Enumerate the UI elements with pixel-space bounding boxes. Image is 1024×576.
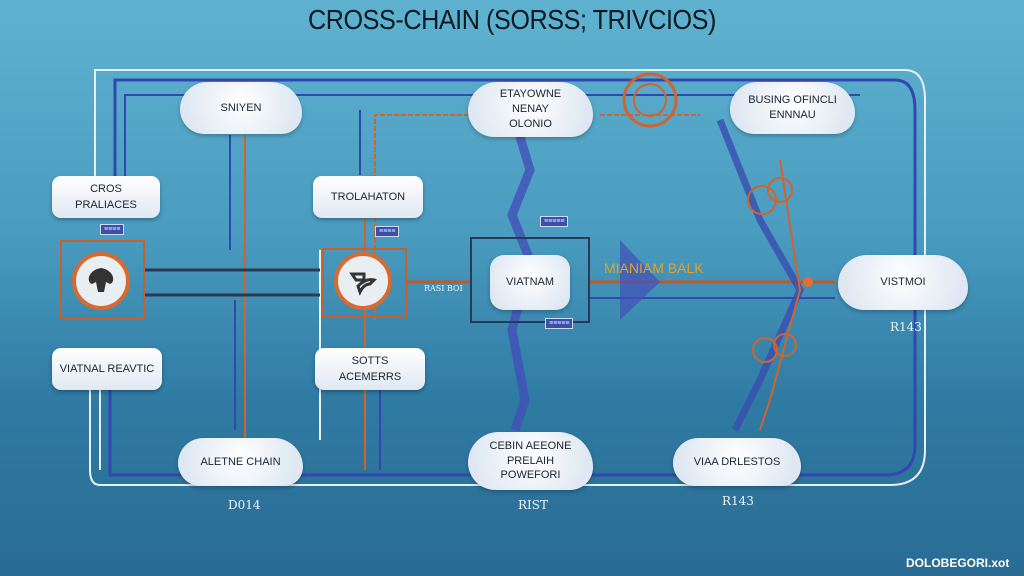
main-horizontal bbox=[145, 268, 320, 297]
cloud-label: SNIYEN bbox=[220, 101, 262, 114]
cloud-label: ALETNE CHAIN bbox=[200, 455, 281, 468]
node-frame-center bbox=[322, 248, 407, 318]
tag-label: ≡≡≡≡≡ bbox=[545, 318, 574, 329]
cloud-aletne-chain: ALETNE CHAIN bbox=[178, 427, 303, 486]
arrow-marker bbox=[620, 240, 660, 320]
chain-ring bbox=[747, 185, 777, 215]
orange-chain bbox=[759, 159, 802, 431]
tag-label: ≡≡≡≡ bbox=[375, 226, 400, 237]
diagram-title: CROSS-CHAIN (SORSS; TRIVCIOS) bbox=[308, 4, 716, 35]
label-rist: RIST bbox=[518, 498, 548, 512]
cloud-label: VIATNAM bbox=[505, 276, 555, 289]
top-hex-ring-inner bbox=[633, 83, 667, 117]
outer-loop-white bbox=[89, 69, 926, 486]
tag-label: ≡≡≡≡≡ bbox=[540, 216, 569, 227]
blue-vertical bbox=[229, 110, 381, 470]
chain-ring bbox=[752, 337, 778, 363]
top-hex-ring bbox=[622, 72, 678, 128]
cloud-viaa: VIAA DRLESTOS bbox=[673, 427, 801, 486]
cloud-label: VISTMOI bbox=[880, 276, 926, 289]
white-vertical bbox=[99, 250, 321, 470]
junction-dot bbox=[803, 277, 813, 287]
node-frame-left bbox=[60, 240, 145, 320]
cloud-viatnam: VIATNAM bbox=[490, 242, 570, 310]
chain-ring bbox=[767, 177, 793, 203]
inner-loop-blue bbox=[124, 94, 860, 178]
diagonal-ribbon bbox=[716, 118, 804, 432]
cloud-label: VIAA DRLESTOS bbox=[693, 455, 781, 468]
label-r143-right: R143 bbox=[890, 320, 922, 334]
cloud-sniyen: SNIYEN bbox=[180, 70, 302, 134]
label-r143-bottom: R143 bbox=[722, 494, 754, 508]
wrench-hand-icon bbox=[334, 252, 392, 310]
node-frame-viatnam bbox=[470, 237, 590, 323]
box-viatnal: VIATNAL REAVTIC bbox=[52, 348, 162, 390]
watermark: DOLOBEGORI.xot bbox=[906, 556, 1010, 570]
label-mianiam-balk: MIANIAM BALK bbox=[604, 260, 704, 276]
spade-helmet-icon bbox=[72, 252, 130, 310]
tag-label: ≡≡≡≡ bbox=[100, 224, 125, 235]
chain-ring bbox=[773, 333, 797, 357]
label-rasi: RASI BOI bbox=[424, 284, 463, 293]
cloud-vistmoi: VISTMOI bbox=[838, 242, 968, 310]
label-d014: D014 bbox=[228, 498, 261, 512]
box-trolahaton: TROLAHATON bbox=[313, 176, 423, 218]
